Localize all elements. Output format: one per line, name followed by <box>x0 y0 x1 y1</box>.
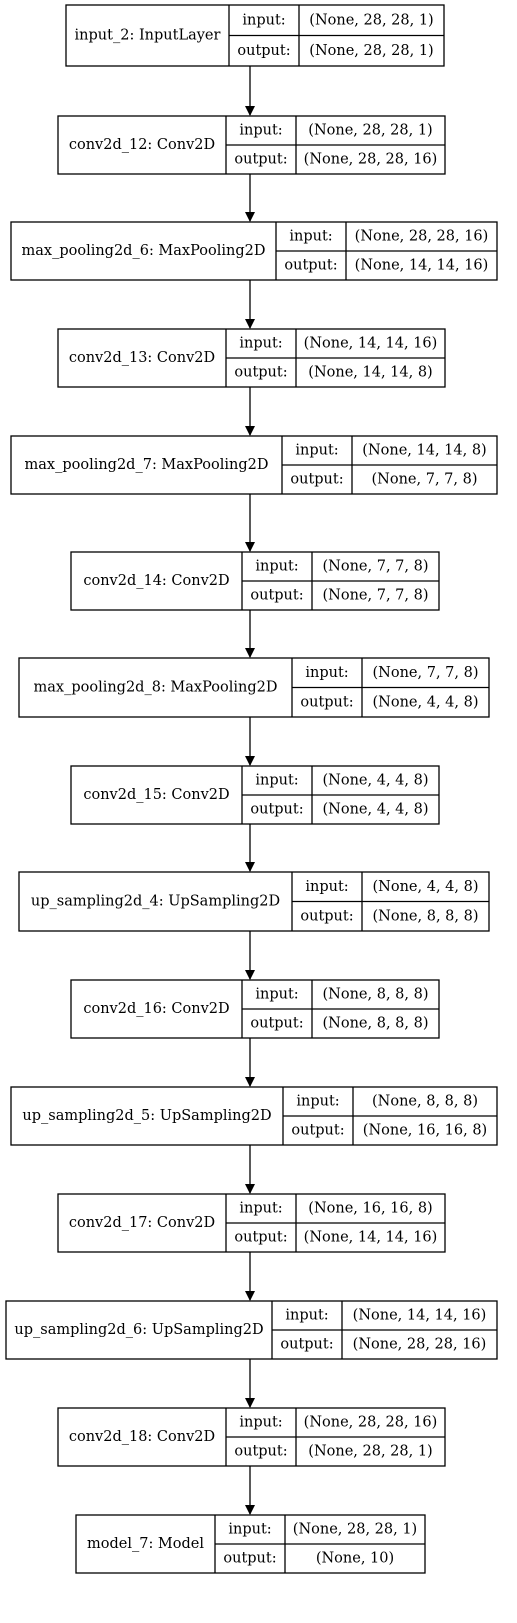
output-label: output: <box>300 908 353 924</box>
layer-name: max_pooling2d_6: MaxPooling2D <box>22 243 266 259</box>
nodes-layer: input_2: InputLayer input: output: (None, 2… <box>5 4 498 1574</box>
input-shape: (None, 28, 28, 1) <box>308 123 432 139</box>
input-label: input: <box>255 773 298 789</box>
output-shape: (None, 4, 4, 8) <box>373 694 479 710</box>
input-label: input: <box>255 987 298 1003</box>
input-label: input: <box>242 12 285 28</box>
layer-name: conv2d_13: Conv2D <box>69 350 215 366</box>
output-shape: (None, 4, 4, 8) <box>323 802 429 818</box>
output-label: output: <box>250 588 303 604</box>
layer-name: max_pooling2d_8: MaxPooling2D <box>34 680 278 696</box>
input-label: input: <box>305 665 348 681</box>
output-shape: (None, 28, 28, 1) <box>309 43 433 59</box>
layer-node: max_pooling2d_7: MaxPooling2D input: outpu… <box>10 435 498 495</box>
layer-name: conv2d_12: Conv2D <box>69 137 215 153</box>
layer-node: model_7: Model input: output: (None, 28, 28… <box>75 1514 426 1574</box>
output-shape: (None, 14, 14, 16) <box>304 1230 438 1246</box>
layer-name: conv2d_14: Conv2D <box>83 573 229 589</box>
input-label: input: <box>228 1522 271 1538</box>
input-shape: (None, 4, 4, 8) <box>373 879 479 895</box>
input-shape: (None, 7, 7, 8) <box>323 559 429 575</box>
output-label: output: <box>234 365 287 381</box>
input-shape: (None, 14, 14, 8) <box>362 443 486 459</box>
input-label: input: <box>239 123 282 139</box>
layer-node: conv2d_17: Conv2D input: output: (None, 16,… <box>57 1193 446 1253</box>
output-label: output: <box>237 43 290 59</box>
output-label: output: <box>291 1123 344 1139</box>
layer-node: max_pooling2d_8: MaxPooling2D input: outpu… <box>18 657 490 718</box>
layer-name: max_pooling2d_7: MaxPooling2D <box>25 457 269 473</box>
layer-node: up_sampling2d_5: UpSampling2D input: outpu… <box>10 1086 498 1146</box>
input-label: input: <box>239 1201 282 1217</box>
output-shape: (None, 28, 28, 1) <box>308 1444 432 1460</box>
layer-name: model_7: Model <box>87 1536 204 1552</box>
input-shape: (None, 28, 28, 16) <box>355 229 489 245</box>
output-shape: (None, 16, 16, 8) <box>363 1123 487 1139</box>
layer-node: conv2d_13: Conv2D input: output: (None, 14,… <box>57 328 446 388</box>
layer-name: conv2d_16: Conv2D <box>83 1001 229 1017</box>
input-label: input: <box>285 1308 328 1324</box>
layer-node: conv2d_16: Conv2D input: output: (None, 8, … <box>70 979 440 1039</box>
output-shape: (None, 8, 8, 8) <box>323 1016 429 1032</box>
input-label: input: <box>239 1415 282 1431</box>
output-label: output: <box>250 1016 303 1032</box>
layer-node: conv2d_15: Conv2D input: output: (None, 4, … <box>70 765 440 825</box>
output-shape: (None, 10) <box>316 1551 394 1567</box>
input-label: input: <box>296 1094 339 1110</box>
input-shape: (None, 4, 4, 8) <box>323 773 429 789</box>
layer-node: conv2d_14: Conv2D input: output: (None, 7, … <box>70 551 440 611</box>
layer-name: up_sampling2d_6: UpSampling2D <box>14 1322 263 1338</box>
output-label: output: <box>223 1551 276 1567</box>
layer-name: conv2d_17: Conv2D <box>69 1215 215 1231</box>
layer-node: max_pooling2d_6: MaxPooling2D input: outpu… <box>10 221 498 281</box>
layer-node: conv2d_12: Conv2D input: output: (None, 28,… <box>57 115 446 175</box>
layer-node: up_sampling2d_4: UpSampling2D input: outpu… <box>18 871 490 932</box>
input-shape: (None, 8, 8, 8) <box>372 1094 478 1110</box>
output-label: output: <box>300 694 353 710</box>
input-shape: (None, 28, 28, 1) <box>293 1522 417 1538</box>
input-shape: (None, 28, 28, 1) <box>309 12 433 28</box>
input-shape: (None, 28, 28, 16) <box>304 1415 438 1431</box>
output-label: output: <box>284 258 337 274</box>
layer-name: up_sampling2d_4: UpSampling2D <box>31 894 280 910</box>
layer-node: input_2: InputLayer input: output: (None, 2… <box>65 4 445 67</box>
output-shape: (None, 28, 28, 16) <box>353 1337 487 1353</box>
input-shape: (None, 8, 8, 8) <box>323 987 429 1003</box>
input-shape: (None, 16, 16, 8) <box>308 1201 432 1217</box>
output-label: output: <box>234 152 287 168</box>
layer-name: input_2: InputLayer <box>75 28 221 44</box>
input-shape: (None, 7, 7, 8) <box>373 665 479 681</box>
layer-node: conv2d_18: Conv2D input: output: (None, 28,… <box>57 1407 446 1467</box>
output-label: output: <box>280 1337 333 1353</box>
layer-node: up_sampling2d_6: UpSampling2D input: outpu… <box>5 1300 498 1360</box>
output-shape: (None, 7, 7, 8) <box>323 588 429 604</box>
input-label: input: <box>239 336 282 352</box>
output-label: output: <box>234 1444 287 1460</box>
layer-name: conv2d_18: Conv2D <box>69 1429 215 1445</box>
output-shape: (None, 7, 7, 8) <box>372 472 478 488</box>
layer-name: up_sampling2d_5: UpSampling2D <box>22 1108 271 1124</box>
input-shape: (None, 14, 14, 16) <box>304 336 438 352</box>
layer-name: conv2d_15: Conv2D <box>83 787 229 803</box>
input-label: input: <box>255 559 298 575</box>
output-label: output: <box>250 802 303 818</box>
output-label: output: <box>234 1230 287 1246</box>
output-shape: (None, 28, 28, 16) <box>304 152 438 168</box>
input-label: input: <box>295 443 338 459</box>
input-shape: (None, 14, 14, 16) <box>353 1308 487 1324</box>
output-shape: (None, 14, 14, 8) <box>308 365 432 381</box>
output-shape: (None, 8, 8, 8) <box>373 908 479 924</box>
output-shape: (None, 14, 14, 16) <box>355 258 489 274</box>
input-label: input: <box>305 879 348 895</box>
input-label: input: <box>289 229 332 245</box>
output-label: output: <box>290 472 343 488</box>
